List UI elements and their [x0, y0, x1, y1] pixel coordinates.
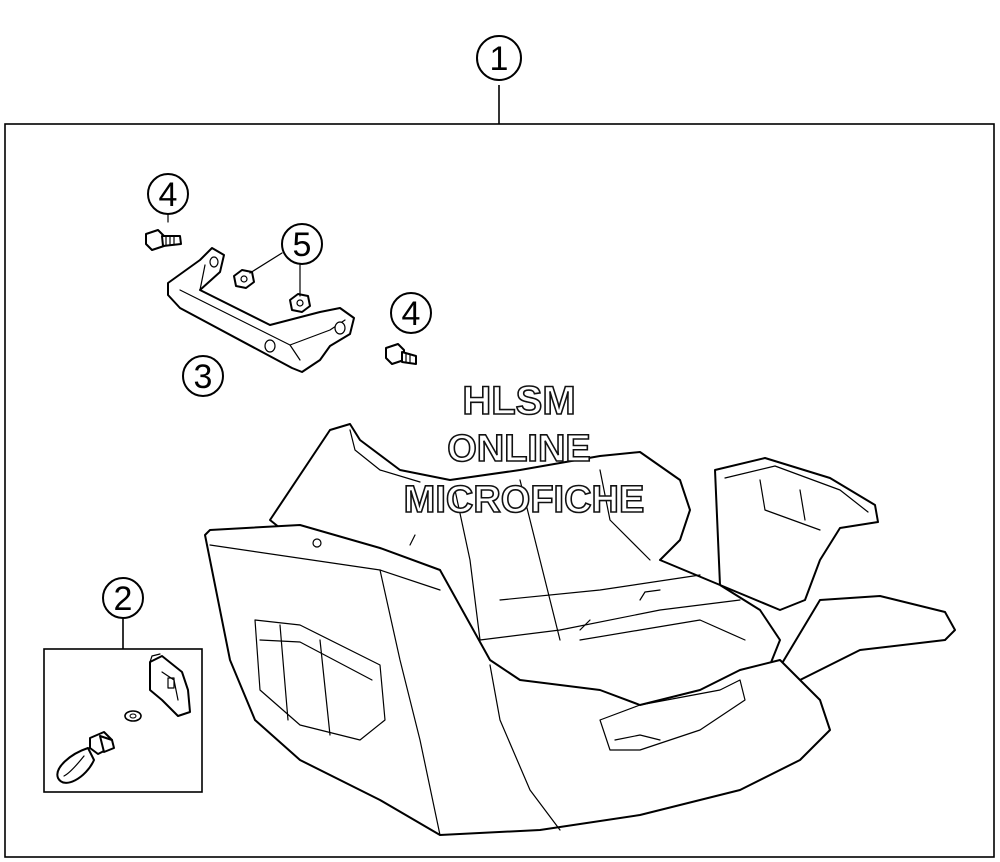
callout-4-left[interactable]: 4	[147, 173, 189, 215]
callout-label-4-left: 4	[159, 176, 178, 214]
washer	[124, 710, 142, 722]
callout-label-2: 2	[114, 580, 133, 618]
watermark-line-2: ONLINE	[447, 428, 591, 470]
callout-5[interactable]: 5	[281, 223, 323, 265]
watermark-line-1: HLSM	[462, 379, 575, 423]
skid-plate-right-tab	[714, 457, 879, 611]
callout-3[interactable]: 3	[182, 355, 224, 397]
callout-2[interactable]: 2	[102, 577, 144, 619]
bolt-left	[145, 229, 182, 251]
watermark: HLSM ONLINE MICROFICHE	[403, 378, 645, 522]
callout-1[interactable]: 1	[476, 35, 522, 81]
quarter-turn-fastener	[56, 731, 115, 784]
callout-label-4-right: 4	[402, 295, 421, 333]
skid-plate	[204, 423, 956, 836]
mounting-bracket	[167, 247, 355, 373]
watermark-line-3: MICROFICHE	[404, 479, 645, 521]
quick-release-clip	[149, 653, 191, 717]
callout-label-5: 5	[293, 226, 312, 264]
nut-upper	[233, 269, 255, 289]
skid-plate-front-face	[204, 524, 831, 836]
callout-4-right[interactable]: 4	[390, 292, 432, 334]
callout-label-1: 1	[490, 40, 509, 78]
nut-lower	[289, 293, 311, 313]
bolt-right	[385, 343, 417, 365]
skid-plate-side-slot	[599, 679, 746, 751]
callout-label-3: 3	[194, 358, 213, 396]
skid-plate-vent	[254, 619, 386, 741]
